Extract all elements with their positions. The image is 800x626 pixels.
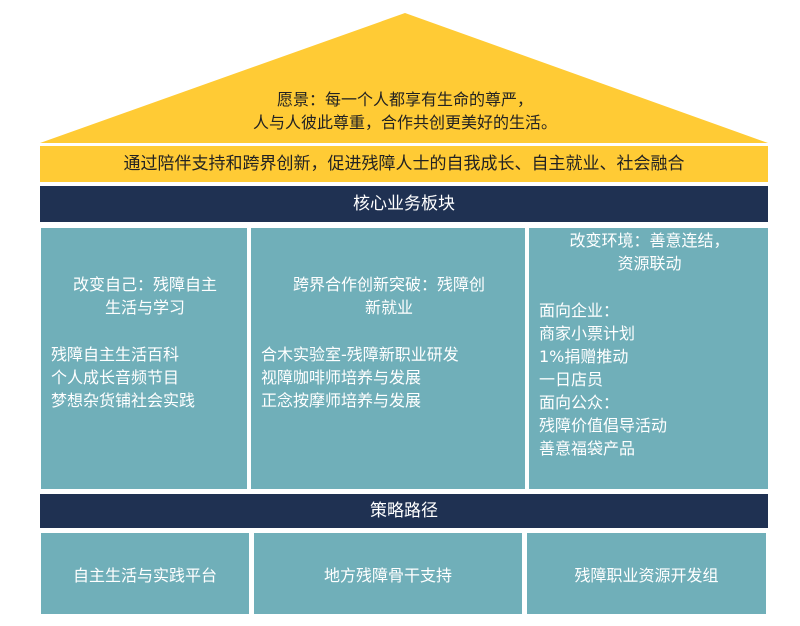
- list-item: 合木实验室-残障新职业研发: [261, 345, 459, 364]
- vision-line-2: 人与人彼此尊重，合作共创更美好的生活。: [252, 113, 557, 132]
- list-item: 善意福袋产品: [539, 439, 636, 458]
- list-item: 商家小票计划: [539, 324, 636, 343]
- mission-band: 通过陪伴支持和跨界创新，促进残障人士的自我成长、自主就业、社会融合: [40, 146, 768, 182]
- column-title: 改变自己：残障自主: [72, 275, 217, 294]
- strategy-header: 策略路径: [40, 494, 768, 528]
- column-title: 生活与学习: [104, 298, 185, 317]
- vision-line-1: 愿景：每一个人都享有生命的尊严，: [276, 90, 533, 109]
- vision-statement: 愿景：每一个人都享有生命的尊严， 人与人彼此尊重，合作共创更美好的生活。: [150, 88, 660, 134]
- list-item: 面向企业：: [539, 301, 620, 320]
- column-change-environment: 改变环境：善意连结， 资源联动 面向企业： 商家小票计划 1%捐赠推动 一日店员…: [529, 228, 768, 489]
- column-title: 改变环境：善意连结，: [569, 231, 730, 250]
- strategy-box: 地方残障骨干支持: [254, 533, 522, 614]
- list-item: 残障价值倡导活动: [539, 416, 668, 435]
- column-title: 跨界合作创新突破：残障创: [292, 275, 485, 294]
- column-change-self: 改变自己：残障自主 生活与学习 残障自主生活百科 个人成长音频节目 梦想杂货铺社…: [41, 228, 247, 489]
- list-item: 正念按摩师培养与发展: [261, 391, 422, 410]
- strategy-box: 残障职业资源开发组: [527, 533, 766, 614]
- list-item: 个人成长音频节目: [51, 368, 180, 387]
- list-item: 视障咖啡师培养与发展: [261, 368, 422, 387]
- core-business-header: 核心业务板块: [40, 186, 768, 222]
- list-item: 梦想杂货铺社会实践: [51, 391, 196, 410]
- column-title: 资源联动: [617, 254, 682, 273]
- list-item: 面向公众：: [539, 393, 620, 412]
- list-item: 残障自主生活百科: [51, 345, 180, 364]
- list-item: 一日店员: [539, 370, 604, 389]
- list-item: 1%捐赠推动: [539, 347, 629, 366]
- column-cross-innovation: 跨界合作创新突破：残障创 新就业 合木实验室-残障新职业研发 视障咖啡师培养与发…: [251, 228, 525, 489]
- column-title: 新就业: [364, 298, 413, 317]
- roof-triangle: [40, 13, 768, 143]
- strategy-box: 自主生活与实践平台: [41, 533, 249, 614]
